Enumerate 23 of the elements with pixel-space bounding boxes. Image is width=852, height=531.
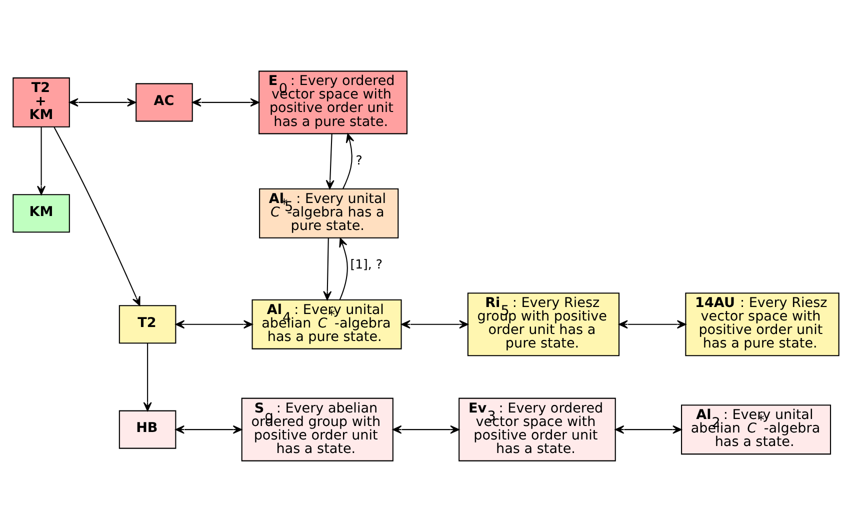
arrow xyxy=(143,342,152,411)
arrow xyxy=(392,424,460,434)
arrow xyxy=(323,238,332,300)
node-box: KM xyxy=(12,194,70,232)
arrow xyxy=(69,98,136,106)
arrow xyxy=(614,424,682,434)
edge-label: ? xyxy=(356,152,362,168)
node-box: AC xyxy=(136,82,193,122)
node-box: T2 xyxy=(118,304,176,344)
edge-label: [1], ? xyxy=(350,256,382,272)
arrow xyxy=(326,133,334,189)
node-box: HB xyxy=(118,410,176,448)
arrow xyxy=(339,237,348,300)
arrow xyxy=(175,424,242,434)
arrow xyxy=(37,126,46,195)
node-box: T2 + KM xyxy=(12,76,70,127)
arrow xyxy=(175,320,253,328)
arrow xyxy=(54,126,140,306)
arrow xyxy=(342,132,354,188)
arrow xyxy=(618,320,686,328)
node-box: 14AU : Every Riesz vector space with positive order unit has a pure state. xyxy=(685,292,840,356)
arrow xyxy=(192,98,260,106)
arrow xyxy=(401,320,468,328)
